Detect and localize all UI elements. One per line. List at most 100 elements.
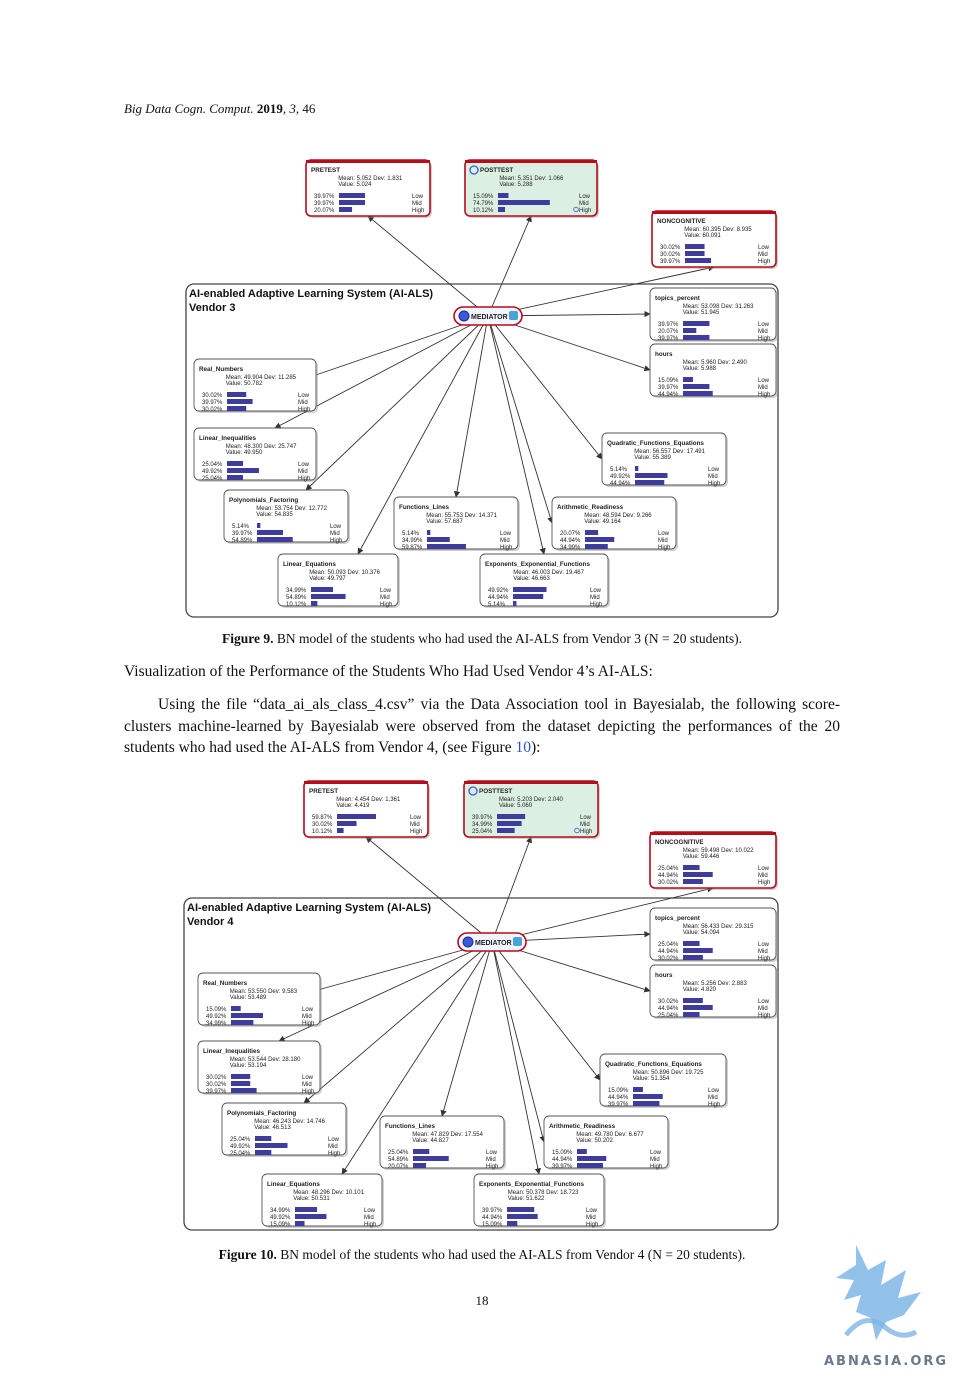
bar-high bbox=[227, 406, 247, 411]
bar-percent: 39.97% bbox=[482, 1208, 503, 1214]
node-stats: Mean: 60.395 Dev: 8.935 bbox=[684, 227, 752, 233]
paragraph-text-end: ): bbox=[530, 739, 541, 756]
bar-mid bbox=[685, 251, 705, 256]
system-title: AI-enabled Adaptive Learning System (AI-… bbox=[187, 902, 431, 914]
bar-low bbox=[497, 814, 526, 819]
bar-percent: 30.02% bbox=[660, 252, 681, 258]
bar-percent: 25.04% bbox=[202, 476, 223, 482]
bar-percent: 34.99% bbox=[560, 545, 581, 551]
mediator-label: MEDIATOR bbox=[471, 314, 508, 321]
bar-high bbox=[257, 537, 293, 542]
edge-funclines bbox=[440, 941, 493, 1117]
bar-percent: 25.04% bbox=[388, 1150, 409, 1156]
edge-quad bbox=[491, 941, 601, 1081]
bar-state-label: Mid bbox=[579, 201, 589, 207]
node-stats: Mean: 50.093 Dev: 10.376 bbox=[309, 570, 380, 576]
bar-percent: 34.99% bbox=[286, 588, 307, 594]
node-name: Linear_Equations bbox=[283, 561, 336, 568]
node-stats: Mean: 55.753 Dev: 14.371 bbox=[426, 513, 497, 519]
node-box bbox=[543, 1115, 669, 1169]
bar-low bbox=[227, 392, 247, 397]
system-frame bbox=[183, 897, 779, 1231]
bar-percent: 15.09% bbox=[658, 378, 679, 384]
figure-9-network: AI-enabled Adaptive Learning System (AI-… bbox=[185, 159, 779, 618]
journal-volume: 3 bbox=[289, 101, 296, 116]
bar-percent: 54.89% bbox=[232, 538, 253, 544]
node-value: Value: 54.094 bbox=[683, 930, 720, 936]
figure-10-link[interactable]: 10 bbox=[515, 739, 531, 756]
bar-state-label: Low bbox=[412, 194, 424, 200]
bar-mid bbox=[231, 1081, 251, 1086]
edge-posttest bbox=[487, 215, 532, 317]
bar-mid bbox=[633, 1094, 663, 1099]
edge-posttest bbox=[491, 836, 532, 943]
bar-state-label: High bbox=[590, 602, 602, 608]
bar-state-label: Mid bbox=[708, 474, 718, 480]
figure-9: AI-enabled Adaptive Learning System (AI-… bbox=[182, 157, 782, 626]
bar-high bbox=[339, 207, 353, 212]
figure-10-caption-text: BN model of the students who had used th… bbox=[280, 1247, 746, 1262]
running-header: Big Data Cogn. Comput. 2019, 3, 46 bbox=[124, 101, 316, 116]
mediator-node: MEDIATOR bbox=[453, 306, 523, 326]
bar-state-label: Mid bbox=[410, 822, 420, 828]
node-value: Value: 4.419 bbox=[336, 803, 370, 809]
edge-arith bbox=[491, 941, 546, 1143]
bar-low bbox=[257, 523, 261, 528]
bar-mid bbox=[513, 594, 544, 599]
bar-low bbox=[311, 587, 334, 592]
node-value: Value: 50.531 bbox=[293, 1196, 330, 1202]
mediator-node: MEDIATOR bbox=[457, 932, 527, 952]
bar-state-label: Low bbox=[708, 1088, 720, 1094]
edge-pretest bbox=[367, 215, 489, 317]
bar-mid bbox=[683, 384, 710, 389]
bar-state-label: High bbox=[650, 1164, 662, 1170]
figure-9-caption-label: Figure 9. bbox=[221, 631, 274, 646]
bar-percent: 34.99% bbox=[472, 822, 493, 828]
node-name: Linear_Equations bbox=[267, 1181, 320, 1188]
node-stats: Mean: 48.594 Dev: 9.266 bbox=[584, 513, 652, 519]
node-name: Functions_Lines bbox=[399, 504, 450, 511]
bar-state-label: High bbox=[758, 956, 770, 962]
node-box bbox=[599, 1053, 727, 1107]
bar-state-label: Low bbox=[298, 393, 310, 399]
node-value: Value: 53.194 bbox=[230, 1063, 267, 1069]
bar-state-label: Mid bbox=[580, 822, 590, 828]
bar-percent: 34.99% bbox=[402, 538, 423, 544]
bar-state-label: Low bbox=[330, 524, 342, 530]
bar-percent: 25.04% bbox=[230, 1151, 251, 1157]
target-icon bbox=[469, 165, 479, 175]
node-stats: Mean: 5.960 Dev: 2.490 bbox=[683, 360, 748, 366]
bar-percent: 25.04% bbox=[202, 462, 223, 468]
node-box bbox=[551, 496, 677, 550]
figure-9-caption-text: BN model of the students who had used th… bbox=[276, 631, 743, 646]
bar-state-label: Low bbox=[758, 942, 770, 948]
bar-state-label: Mid bbox=[758, 1006, 768, 1012]
bar-percent: 20.07% bbox=[314, 208, 335, 214]
bar-state-label: Mid bbox=[364, 1215, 374, 1221]
bar-high bbox=[255, 1150, 272, 1155]
bar-high bbox=[633, 1101, 660, 1106]
bar-state-label: Low bbox=[590, 588, 602, 594]
bar-percent: 44.94% bbox=[482, 1215, 503, 1221]
node-stats: Mean: 48.300 Dev: 25.747 bbox=[226, 444, 297, 450]
node-name: PRETEST bbox=[309, 788, 338, 795]
bar-state-label: High bbox=[758, 259, 770, 265]
bar-state-label: Mid bbox=[708, 1095, 718, 1101]
bar-mid bbox=[507, 1214, 538, 1219]
mediator-box bbox=[457, 932, 527, 952]
node-name: Exponents_Exponential_Functions bbox=[479, 1181, 584, 1188]
bar-percent: 39.97% bbox=[232, 531, 253, 537]
bar-percent: 49.92% bbox=[206, 1014, 227, 1020]
mediator-label: MEDIATOR bbox=[475, 940, 512, 947]
bar-percent: 44.94% bbox=[560, 538, 581, 544]
edge-poly bbox=[305, 315, 489, 491]
bar-percent: 44.94% bbox=[658, 873, 679, 879]
node-stats: Mean: 53.550 Dev: 9.583 bbox=[230, 989, 298, 995]
node-box bbox=[221, 1102, 347, 1156]
